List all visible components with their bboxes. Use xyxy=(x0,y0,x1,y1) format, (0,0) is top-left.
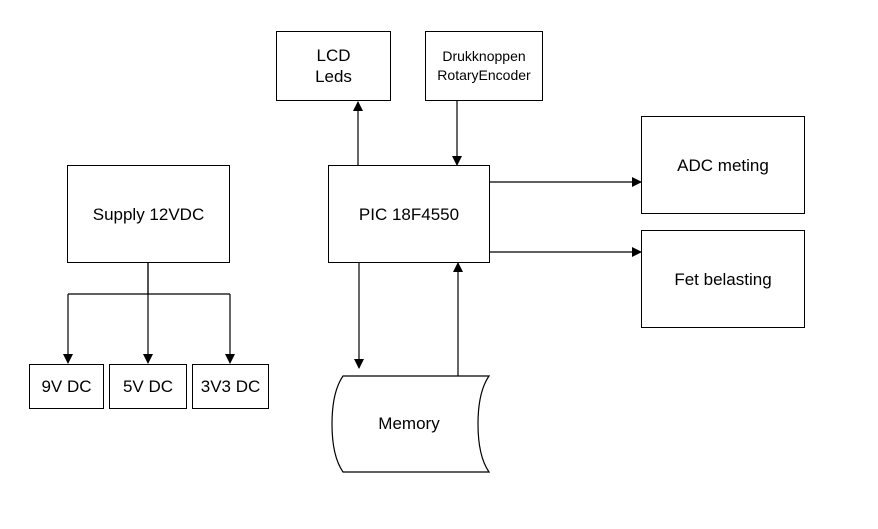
adc-label: ADC meting xyxy=(677,155,769,175)
9v-label: 9V DC xyxy=(41,377,92,396)
drukknoppen-label: Drukknoppen xyxy=(442,48,526,64)
memory-label: Memory xyxy=(378,414,440,433)
rotary-encoder-label: RotaryEncoder xyxy=(437,67,531,83)
leds-label: Leds xyxy=(315,67,352,86)
buttons-encoder-block: Drukknoppen RotaryEncoder xyxy=(425,31,543,101)
fet-label: Fet belasting xyxy=(674,269,772,289)
adc-block: ADC meting xyxy=(641,116,805,214)
lcd-leds-block: LCD Leds xyxy=(276,31,391,101)
pic-label: PIC 18F4550 xyxy=(358,204,460,224)
9v-block: 9V DC xyxy=(29,364,104,409)
pic-block: PIC 18F4550 xyxy=(328,165,490,263)
5v-label: 5V DC xyxy=(122,377,174,396)
5v-block: 5V DC xyxy=(109,364,187,409)
3v3-label: 3V3 DC xyxy=(200,377,261,396)
memory-shape xyxy=(331,375,491,473)
fet-block: Fet belasting xyxy=(641,230,805,328)
supply-label: Supply 12VDC xyxy=(92,204,205,224)
supply-block: Supply 12VDC xyxy=(67,165,230,263)
3v3-block: 3V3 DC xyxy=(192,364,269,409)
lcd-label: LCD xyxy=(316,46,351,65)
